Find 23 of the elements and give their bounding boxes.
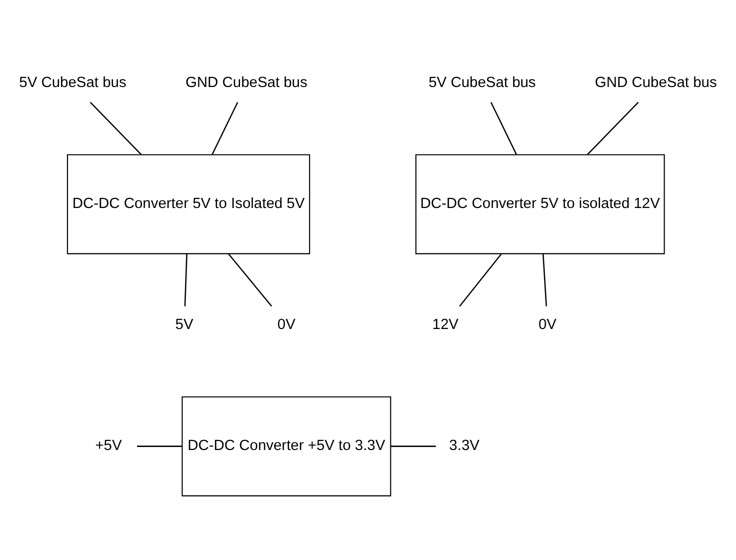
connector: [212, 102, 238, 155]
node-text: 3.3V: [449, 438, 480, 454]
node-text: 0V: [538, 317, 556, 334]
node-box: DC-DC Converter 5V to isolated 12V: [415, 154, 665, 254]
node-text: GND CubeSat bus: [594, 75, 717, 92]
node-text: 5V CubeSat bus: [428, 75, 536, 92]
node-text: 0V: [277, 317, 296, 334]
node-text: 12V: [432, 317, 458, 334]
connector: [390, 446, 436, 447]
connector: [586, 102, 639, 155]
connector: [184, 254, 188, 306]
connector: [459, 254, 502, 307]
connector: [137, 446, 182, 447]
node-box: DC-DC Converter 5V to Isolated 5V: [66, 154, 310, 254]
connector: [90, 102, 142, 155]
node-text: 5V CubeSat bus: [19, 75, 126, 92]
node-text: GND CubeSat bus: [185, 75, 308, 92]
connector: [228, 254, 272, 307]
node-text: 5V: [175, 317, 194, 334]
node-text: +5V: [95, 438, 122, 454]
node-box: DC-DC Converter +5V to 3.3V: [182, 396, 392, 496]
connector: [542, 254, 547, 306]
connector: [490, 102, 517, 155]
